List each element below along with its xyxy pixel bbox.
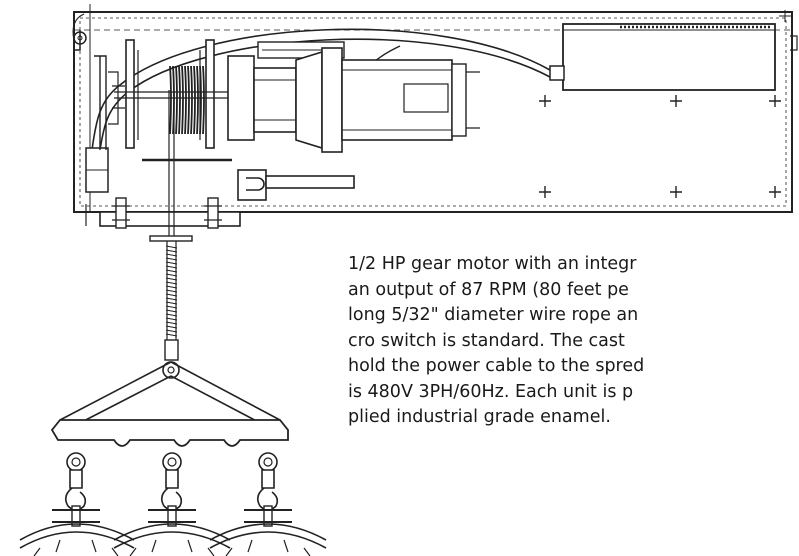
rod-thread [165, 329, 178, 333]
plate-bolt-holes [539, 95, 781, 198]
rod-thread [165, 285, 178, 289]
product-description: 1/2 HP gear motor with an integr an outp… [348, 252, 799, 552]
rope-wrap [181, 65, 184, 135]
rod-thread [165, 309, 178, 313]
hook-left [52, 452, 100, 527]
rod-thread [165, 257, 178, 261]
rope-wrap [199, 65, 202, 135]
description-line-1: 1/2 HP gear motor with an integr [348, 254, 637, 274]
rope-wrap [196, 65, 199, 135]
rope-wrap [169, 65, 172, 135]
rod-thread [165, 253, 178, 257]
rod-thread [165, 325, 178, 329]
rod-thread [165, 293, 178, 297]
handle-bracket [142, 158, 355, 201]
rod-thread [165, 273, 178, 277]
mounting-plate [72, 4, 798, 213]
description-line-7: plied industrial grade enamel. [348, 407, 611, 427]
rod-clevis [162, 339, 180, 379]
gear-motor [295, 47, 480, 153]
description-line-2: an output of 87 RPM (80 feet pe [348, 279, 629, 300]
rod-thread [165, 245, 178, 249]
rod-thread [165, 269, 178, 273]
bracket-bolts [112, 197, 222, 229]
rod-thread [165, 313, 178, 317]
gear-reducer [227, 41, 345, 141]
rod-thread [165, 277, 178, 281]
wire-rope-drum [114, 39, 230, 149]
rope-wrap [178, 65, 181, 135]
rod-thread [165, 317, 178, 321]
hook-right [244, 452, 292, 527]
rope-wrap [190, 65, 193, 135]
guide-washer [149, 235, 193, 242]
rod-thread [165, 301, 178, 305]
control-box [549, 23, 776, 91]
bottom-bracket [80, 204, 241, 227]
hook-middle [148, 452, 196, 527]
wire-rope [168, 90, 175, 236]
drum-rope-wraps [169, 65, 205, 135]
rope-wrap [175, 65, 178, 135]
rod-thread [165, 281, 178, 285]
rod-thread [165, 333, 178, 337]
rod-thread [165, 249, 178, 253]
load-rolls [19, 523, 327, 556]
rope-wrap [187, 65, 190, 135]
rod-threads [165, 245, 178, 337]
description-line-4: cro switch is standard. The cast [348, 330, 625, 351]
rod-thread [165, 265, 178, 269]
spreader-hooks [52, 452, 292, 527]
rod-thread [165, 261, 178, 265]
rope-wrap [184, 65, 187, 135]
limit-switch [85, 55, 125, 193]
spreader-bar [50, 361, 289, 447]
description-line-6: is 480V 3PH/60Hz. Each unit is p [348, 381, 634, 402]
rod-thread [165, 321, 178, 325]
rope-wrap [193, 65, 196, 135]
rod-thread [165, 305, 178, 309]
rope-wrap [202, 65, 205, 135]
rod-thread [165, 297, 178, 301]
description-line-5: hold the power cable to the spred [348, 356, 645, 376]
description-line-3: long 5/32" diameter wire rope an [348, 305, 639, 325]
rod-thread [165, 289, 178, 293]
